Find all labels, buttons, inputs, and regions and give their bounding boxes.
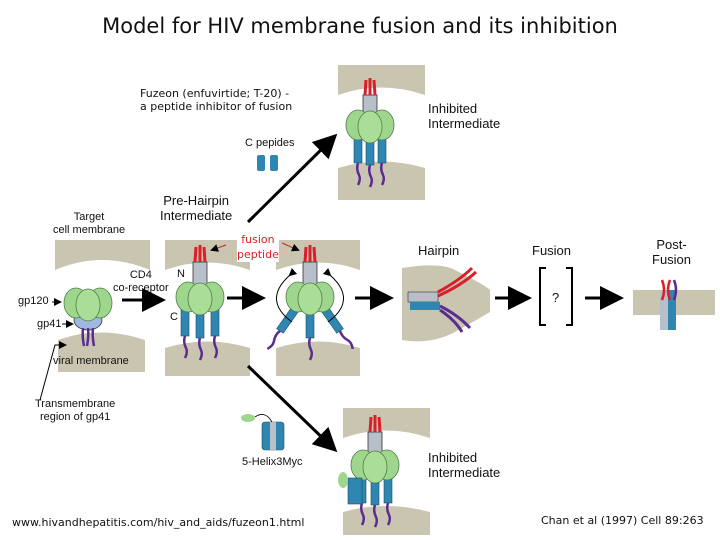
arrows <box>39 133 624 453</box>
gp41-label: gp41 <box>37 318 62 330</box>
viral-membrane <box>58 332 145 372</box>
intermediate2-target-membrane <box>276 240 360 270</box>
hairpin-complex <box>407 266 478 333</box>
fusion-peptide-line2: peptide <box>237 248 279 261</box>
inhibited-top-line2: Intermediate <box>428 116 501 131</box>
hairpin-label: Hairpin <box>418 243 460 258</box>
prehairpin-line2: Intermediate <box>160 208 233 223</box>
viral-membrane-label: viral membrane <box>53 355 129 367</box>
inhibited-bottom-viral-membrane <box>343 506 430 535</box>
target-cell-membrane <box>55 240 150 270</box>
cd4-line1: CD4 <box>129 269 152 281</box>
five-helix-label: 5-Helix3Myc <box>242 456 303 468</box>
fusion-label: Fusion <box>532 243 572 258</box>
fuzeon-line2: a peptide inhibitor of fusion <box>140 100 293 113</box>
postfusion-label: Post-Fusion <box>652 237 691 267</box>
citation: Chan et al (1997) Cell 89:263 <box>541 514 704 527</box>
n-terminus-label: N <box>177 268 185 280</box>
c-peptides-label: C pepides <box>245 137 295 149</box>
page-title: Model for HIV membrane fusion and its in… <box>102 14 618 38</box>
inhibited-bottom-target-membrane <box>343 408 430 438</box>
cd4-line2: co-receptor <box>113 282 169 294</box>
c-peptides-icon <box>257 155 278 171</box>
prehairpin-target-membrane <box>165 240 250 270</box>
inhibited-top-target-membrane <box>338 65 425 95</box>
fuzeon-label: Fuzeon (enfuvirtide; T-20) -a peptide in… <box>140 87 292 113</box>
inhibited-bottom-line2: Intermediate <box>428 465 501 480</box>
postfusion-complex <box>660 279 678 330</box>
inhibited-bottom-line1: Inhibited <box>428 450 478 465</box>
inhibited-top-line1: Inhibited <box>428 101 478 116</box>
hairpin-membrane <box>402 265 490 342</box>
target-line1: Target <box>73 211 105 223</box>
unknown-mark: ? <box>552 290 560 305</box>
prehairpin-viral-membrane <box>165 341 250 376</box>
intermediate2-viral-membrane <box>276 341 360 376</box>
target-line2: cell membrane <box>53 224 126 236</box>
native-envelope-spike <box>63 287 113 347</box>
five-helix-icon <box>241 414 285 451</box>
inhibited-bottom-complex <box>338 413 400 529</box>
tm-line2: region of gp41 <box>39 411 111 423</box>
c-terminus-label: C <box>170 311 178 323</box>
fuzeon-line1: Fuzeon (enfuvirtide; T-20) - <box>140 87 290 100</box>
postfusion-line2: Fusion <box>652 252 692 267</box>
source-link[interactable]: www.hivandhepatitis.com/hiv_and_aids/fuz… <box>12 516 305 529</box>
folding-gp41 <box>262 243 358 362</box>
prehairpin-line1: Pre-Hairpin <box>163 193 229 208</box>
fusion-peptide-label: fusion peptide <box>237 232 279 262</box>
inhibited-top-viral-membrane <box>338 161 425 200</box>
gp120-label: gp120 <box>18 295 49 307</box>
postfusion-line1: Post- <box>656 237 687 252</box>
fusion-peptide-line1: fusion <box>241 233 275 246</box>
fusion-bracket <box>539 267 573 326</box>
tm-line1: Transmembrane <box>35 398 116 410</box>
